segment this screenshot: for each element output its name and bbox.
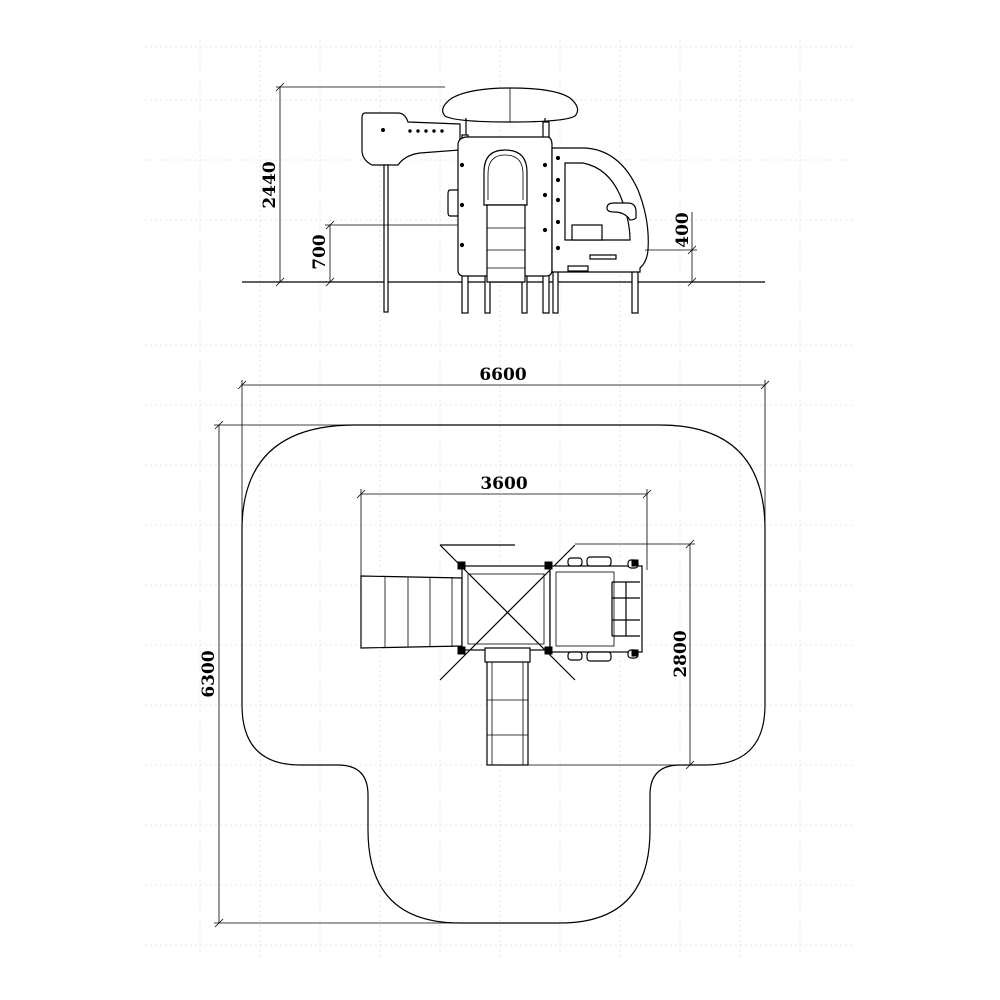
plan-tail-boom	[360, 575, 463, 649]
plan-tower-inner	[467, 573, 545, 645]
safety-zone-outline	[241, 424, 766, 924]
plan-cabin-handles	[567, 556, 639, 662]
plan-view: 6600 6300 3600 2800	[199, 365, 770, 928]
cabin-steering	[606, 202, 637, 221]
helicopter-tail	[361, 112, 461, 166]
dim-equipment-depth: 2800	[671, 630, 691, 677]
plan-cabin	[549, 565, 643, 653]
dim-cabin-floor-height: 400	[673, 212, 693, 248]
cabin-bolts	[459, 155, 561, 251]
plan-slide	[486, 649, 529, 766]
tail-rivets	[381, 128, 444, 133]
slide	[486, 204, 526, 283]
plan-post-markers	[457, 559, 639, 657]
plan-tail-slats	[384, 577, 453, 647]
dim-equipment-width: 3600	[480, 474, 527, 494]
plan-cabin-seats	[611, 581, 640, 637]
cabin-step	[589, 254, 617, 260]
dim-platform-height: 700	[310, 234, 330, 270]
tail-pole	[383, 164, 389, 313]
cabin-window	[564, 162, 631, 241]
dim-total-height: 2440	[260, 161, 280, 208]
plan-tower	[461, 565, 551, 651]
plan-slide-start	[484, 647, 531, 663]
plan-slide-lines	[487, 662, 528, 765]
tower-handle	[447, 189, 458, 217]
dim-zone-width: 6600	[479, 365, 526, 385]
slide-rungs	[487, 227, 525, 269]
elevation-view: 2440 700 400	[242, 82, 765, 314]
dim-zone-depth: 6300	[199, 650, 219, 697]
cabin-footrest	[567, 265, 589, 272]
tower-arch-inner	[487, 154, 524, 200]
cabin-seat	[571, 224, 603, 241]
tower-arch	[483, 149, 528, 206]
plan-cabin-inner	[555, 571, 615, 647]
